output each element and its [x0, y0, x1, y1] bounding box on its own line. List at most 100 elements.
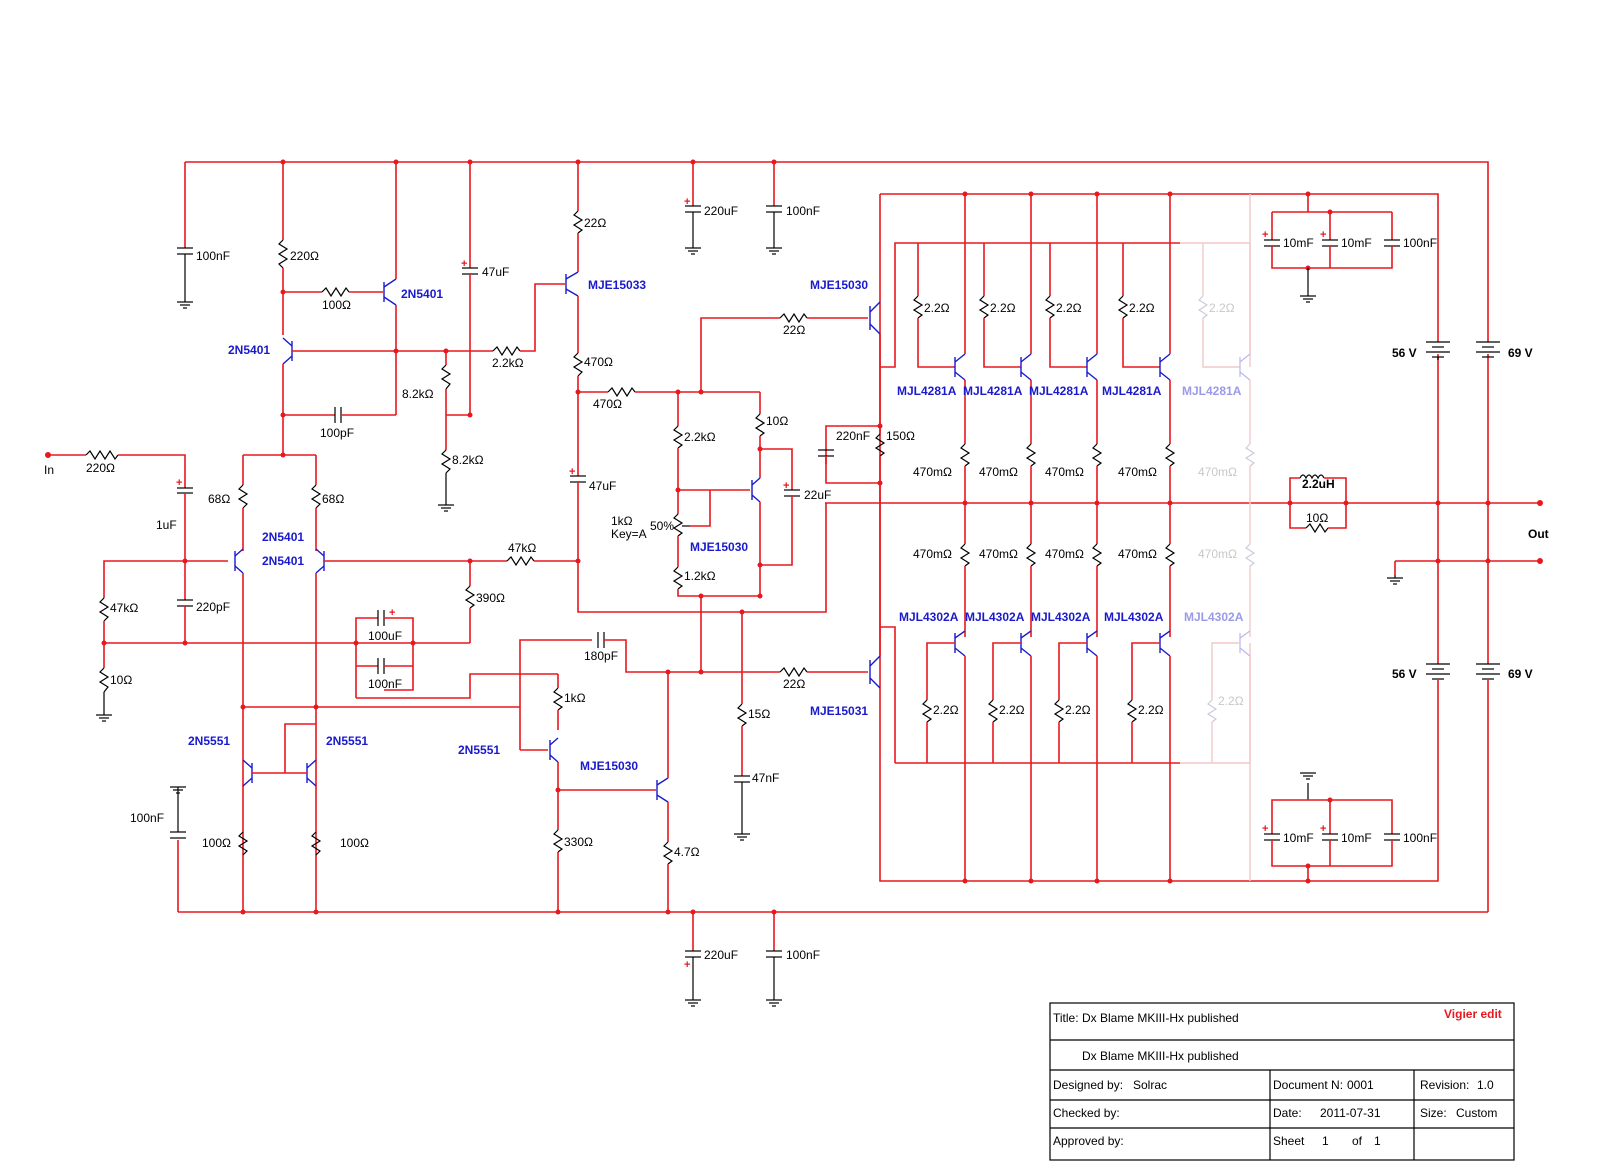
svg-text:2N5551: 2N5551 [188, 734, 230, 748]
svg-text:+: + [1320, 823, 1326, 835]
svg-text:2N5401: 2N5401 [401, 287, 443, 301]
svg-text:22Ω: 22Ω [783, 677, 805, 691]
resistor [1091, 443, 1103, 467]
svg-text:2.2Ω: 2.2Ω [990, 301, 1016, 315]
junction-dot [393, 159, 399, 165]
junction-dot [443, 348, 449, 354]
svg-text:47uF: 47uF [589, 479, 616, 493]
svg-text:1kΩ: 1kΩ [564, 691, 586, 705]
junction-dot [1485, 558, 1491, 564]
resistor [779, 666, 808, 678]
svg-text:MJE15031: MJE15031 [810, 704, 868, 718]
junction-dot [467, 412, 473, 418]
junction-dot [467, 558, 473, 564]
transistor-icon [869, 301, 881, 335]
resistor [1244, 443, 1256, 467]
svg-text:MJL4281A: MJL4281A [1182, 384, 1242, 398]
svg-text:2N5551: 2N5551 [458, 743, 500, 757]
svg-text:Approved by:: Approved by: [1053, 1134, 1124, 1148]
resistor [1197, 295, 1209, 319]
svg-text:MJE15030: MJE15030 [810, 278, 868, 292]
resistor [1305, 522, 1329, 534]
svg-text:8.2kΩ: 8.2kΩ [402, 387, 434, 401]
junction-dot [101, 640, 107, 646]
resistor [874, 433, 886, 457]
svg-text:330Ω: 330Ω [564, 835, 593, 849]
svg-text:Solrac: Solrac [1133, 1078, 1167, 1092]
svg-text:10mF: 10mF [1341, 236, 1372, 250]
svg-text:470Ω: 470Ω [593, 397, 622, 411]
resistor [736, 703, 748, 727]
vas-stage: 22Ω MJE15033 470Ω 470Ω + 47uF 22Ω 2.2kΩ … [458, 162, 868, 1007]
junction-dot [665, 909, 671, 915]
battery-icon [1476, 341, 1500, 358]
resistor [1091, 543, 1103, 567]
resistor [987, 699, 999, 723]
svg-text:100Ω: 100Ω [202, 836, 231, 850]
svg-text:2011-07-31: 2011-07-31 [1320, 1106, 1381, 1120]
svg-text:10Ω: 10Ω [766, 414, 788, 428]
svg-text:+: + [684, 959, 690, 971]
junction-dot [1435, 500, 1441, 506]
svg-text:22Ω: 22Ω [584, 216, 606, 230]
svg-text:68Ω: 68Ω [208, 492, 230, 506]
junction-dot [675, 487, 681, 493]
svg-text:100nF: 100nF [196, 249, 230, 263]
junction-dot [757, 446, 763, 452]
svg-text:8.2kΩ: 8.2kΩ [452, 453, 484, 467]
svg-text:2.2uH: 2.2uH [1302, 477, 1335, 491]
out-port-label: Out [1528, 527, 1549, 541]
svg-text:220uF: 220uF [704, 204, 738, 218]
junction-dot [675, 389, 681, 395]
svg-text:+: + [569, 466, 575, 478]
junction-dot [698, 669, 704, 675]
resistor [440, 449, 452, 474]
junction-dot [393, 348, 399, 354]
title-label: Title: [1053, 1011, 1079, 1025]
resistor [506, 555, 535, 567]
svg-text:470mΩ: 470mΩ [979, 465, 1018, 479]
svg-text:MJL4281A: MJL4281A [897, 384, 957, 398]
junction-dot [690, 159, 696, 165]
resistor [552, 687, 564, 711]
svg-text:100nF: 100nF [130, 811, 164, 825]
svg-text:56 V: 56 V [1392, 346, 1417, 360]
battery-icon [1476, 663, 1500, 680]
resistor [978, 295, 990, 319]
svg-text:Custom: Custom [1456, 1106, 1497, 1120]
junction-dot [1485, 500, 1491, 506]
svg-text:100pF: 100pF [320, 426, 354, 440]
resistor [1126, 699, 1138, 723]
svg-text:180pF: 180pF [584, 649, 618, 663]
junction-dot [555, 787, 561, 793]
svg-text:47nF: 47nF [752, 771, 779, 785]
svg-text:MJL4302A: MJL4302A [1184, 610, 1244, 624]
svg-text:10mF: 10mF [1341, 831, 1372, 845]
resistor [779, 312, 808, 324]
transistor-icon [751, 477, 761, 503]
svg-text:220nF: 220nF [836, 429, 870, 443]
junction-dot [240, 704, 246, 710]
svg-text:69 V: 69 V [1508, 346, 1533, 360]
svg-text:220pF: 220pF [196, 600, 230, 614]
resistor [1025, 443, 1037, 467]
resistor [1044, 295, 1056, 319]
resistor [440, 364, 452, 390]
svg-text:Date:: Date: [1273, 1106, 1302, 1120]
svg-text:Designed by:: Designed by: [1053, 1078, 1123, 1092]
junction-dot [182, 640, 188, 646]
svg-text:+: + [389, 607, 395, 619]
svg-text:47uF: 47uF [482, 265, 509, 279]
svg-text:Sheet: Sheet [1273, 1134, 1305, 1148]
svg-text:69 V: 69 V [1508, 667, 1533, 681]
svg-text:MJL4281A: MJL4281A [1029, 384, 1089, 398]
svg-text:470mΩ: 470mΩ [1045, 547, 1084, 561]
resistor [672, 566, 684, 590]
transistor-icon [234, 548, 244, 574]
junction-dot [410, 640, 416, 646]
svg-text:10mF: 10mF [1283, 236, 1314, 250]
resistor [1164, 543, 1176, 567]
svg-text:100nF: 100nF [786, 948, 820, 962]
junction-dot [665, 669, 671, 675]
resistor [959, 443, 971, 467]
